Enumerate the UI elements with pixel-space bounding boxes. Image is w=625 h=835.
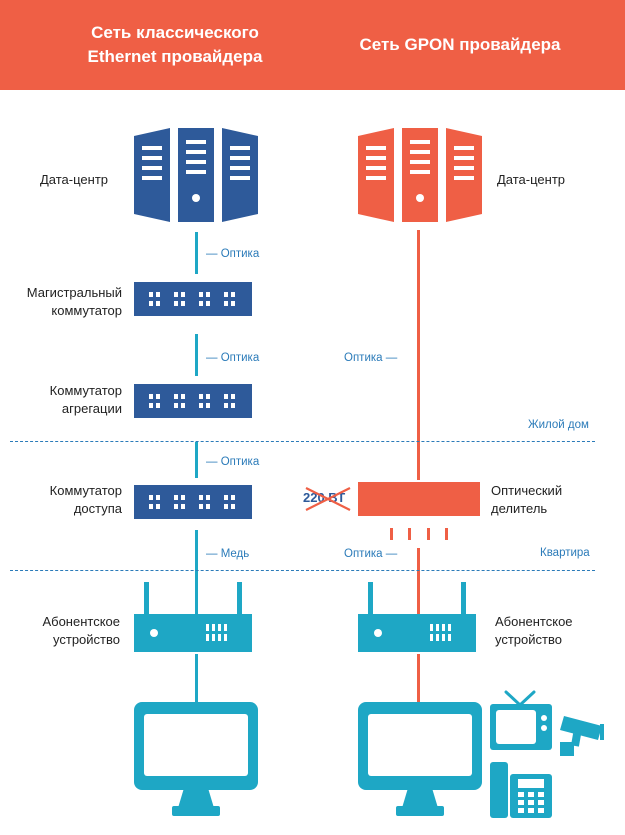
ethernet-link-4-medium: — Медь	[206, 548, 250, 560]
ethernet-subscriber-label-line2: устройство	[53, 632, 120, 647]
gpon-fiber-main	[417, 230, 420, 480]
zone-apartment-label: Квартира	[540, 547, 590, 559]
gpon-fiber-drop	[417, 548, 420, 614]
ethernet-link-3	[195, 442, 198, 478]
header-bar: Сеть классического Ethernet провайдера С…	[0, 0, 625, 90]
aggregation-switch-label-line2: агрегации	[61, 401, 122, 416]
ethernet-link-2-medium: — Оптика	[206, 352, 260, 364]
ethernet-link-3-medium: — Оптика	[206, 456, 260, 468]
gpon-title: Сеть GPON провайдера	[359, 35, 561, 54]
phone-icon	[490, 762, 552, 818]
zone-building-label: Жилой дом	[528, 419, 589, 431]
ethernet-datacenter-label: Дата-центр	[40, 172, 109, 187]
gpon-fiber-router	[417, 654, 420, 702]
access-switch-label-line2: доступа	[73, 501, 122, 516]
aggregation-switch-label-line1: Коммутатор	[49, 383, 122, 398]
ethernet-subscriber-label: Абонентское устройство	[0, 613, 120, 649]
ethernet-link-1	[195, 232, 198, 274]
ethernet-link-4	[195, 530, 198, 614]
router-icon	[358, 582, 476, 652]
aggregation-switch-label: Коммутатор агрегации	[0, 382, 122, 418]
access-switch-label-line1: Коммутатор	[49, 483, 122, 498]
network-switch-icon	[134, 384, 252, 418]
gpon-subscriber-label: Абонентское устройство	[495, 613, 573, 649]
gpon-subscriber-label-line2: устройство	[495, 632, 562, 647]
tv-icon	[490, 690, 552, 750]
network-switch-icon	[134, 282, 252, 316]
monitor-icon	[358, 702, 482, 816]
splitter-label-line1: Оптический	[491, 483, 563, 498]
network-switch-icon	[134, 485, 252, 519]
ethernet-subscriber-label-line1: Абонентское	[42, 614, 120, 629]
ethernet-link-2	[195, 334, 198, 376]
gpon-datacenter-label: Дата-центр	[497, 172, 566, 187]
backbone-switch-label-line2: коммутатор	[51, 303, 122, 318]
monitor-icon	[134, 702, 258, 816]
crossed-out-mark	[305, 487, 351, 511]
building-boundary-line	[10, 441, 595, 442]
ethernet-title: Сеть классического Ethernet провайдера	[87, 23, 263, 66]
splitter-label: Оптический делитель	[491, 482, 562, 518]
gpon-subscriber-label-line1: Абонентское	[495, 614, 573, 629]
backbone-switch-label-line1: Магистральный	[26, 285, 122, 300]
ethernet-link-1-medium: — Оптика	[206, 248, 260, 260]
gpon-link-1-medium: Оптика —	[344, 352, 398, 364]
splitter-label-line2: делитель	[491, 501, 548, 516]
router-icon	[134, 582, 252, 652]
optical-splitter-icon	[358, 482, 480, 540]
backbone-switch-label: Магистральный коммутатор	[0, 284, 122, 320]
gpon-link-2-medium: Оптика —	[344, 548, 398, 560]
apartment-boundary-line	[10, 570, 595, 571]
server-rack-icon	[358, 128, 482, 222]
security-camera-icon	[560, 716, 604, 756]
access-switch-label: Коммутатор доступа	[0, 482, 122, 518]
ethernet-link-5	[195, 654, 198, 702]
server-rack-icon	[134, 128, 258, 222]
